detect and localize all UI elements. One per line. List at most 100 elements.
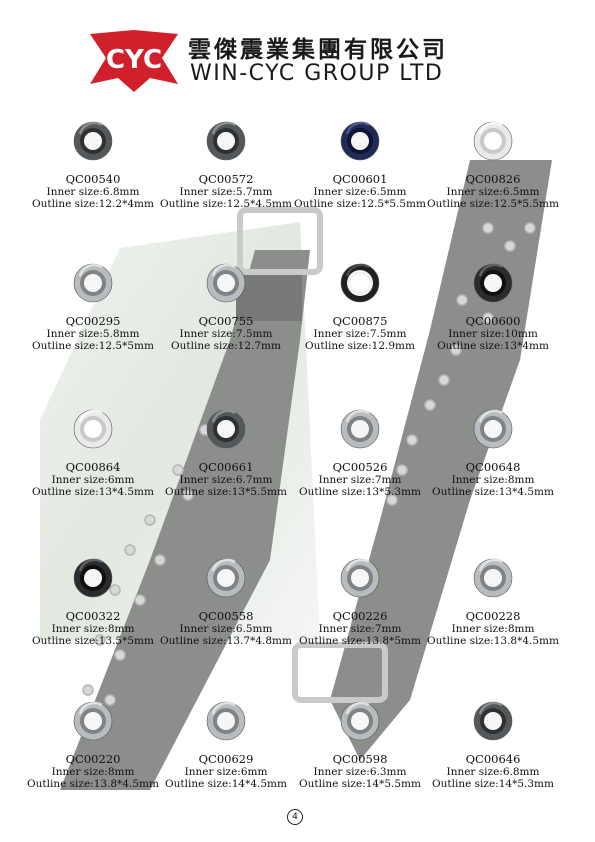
inner-size-label: Inner size: (451, 623, 508, 635)
outline-size-label: Outline size: (299, 778, 366, 790)
eyelet-image (73, 701, 113, 741)
product-code: QC00220 (65, 752, 121, 766)
inner-size: Inner size:7.5mm (153, 328, 299, 340)
inner-size: Inner size:6mm (153, 766, 299, 778)
left-belt-buckle (237, 207, 323, 275)
inner-size: Inner size:8mm (20, 623, 166, 635)
inner-size-value: 7.5mm (369, 328, 407, 340)
inner-size-value: 6.7mm (235, 474, 273, 486)
inner-size: Inner size:6.7mm (153, 474, 299, 486)
outline-size-value: 12.5*4.5mm (226, 198, 292, 210)
product-code: QC00629 (198, 752, 254, 766)
eyelet-image (340, 263, 380, 303)
outline-size-label: Outline size: (160, 198, 227, 210)
inner-size: Inner size:6mm (20, 474, 166, 486)
eyelet-image (73, 121, 113, 161)
inner-size-value: 10mm (504, 328, 538, 340)
outline-size-label: Outline size: (27, 778, 94, 790)
eyelet-image (340, 409, 380, 449)
outline-size: Outline size:12.5*4.5mm (153, 198, 299, 210)
product-code: QC00598 (332, 752, 388, 766)
product-code: QC00295 (65, 314, 121, 328)
inner-size-label: Inner size: (179, 328, 236, 340)
product-code: QC00558 (198, 609, 254, 623)
outline-size-label: Outline size: (294, 198, 361, 210)
outline-size-value: 13*4.5mm (98, 486, 154, 498)
outline-size-value: 13.8*4.5mm (93, 778, 159, 790)
inner-size-value: 6mm (240, 766, 268, 778)
company-name-chinese: 雲傑震業集團有限公司 (188, 37, 448, 63)
right-belt (330, 160, 552, 760)
outline-size: Outline size:14*5.5mm (287, 778, 433, 790)
eyelet-image (73, 263, 113, 303)
inner-size-label: Inner size: (179, 474, 236, 486)
product-code: QC00648 (465, 460, 521, 474)
inner-size: Inner size:8mm (420, 474, 566, 486)
outline-size-label: Outline size: (160, 635, 227, 647)
outline-size-value: 13.5*5mm (98, 635, 154, 647)
outline-size: Outline size:13.8*4.5mm (420, 635, 566, 647)
outline-size-value: 12.2*4mm (98, 198, 154, 210)
product-code: QC00526 (332, 460, 388, 474)
outline-size-value: 13*4mm (503, 340, 549, 352)
eyelet-image (473, 263, 513, 303)
outline-size: Outline size:13*4.5mm (420, 486, 566, 498)
eyelet-image (206, 121, 246, 161)
product-code: QC00322 (65, 609, 121, 623)
outline-size: Outline size:12.5*5.5mm (420, 198, 566, 210)
inner-size-value: 7mm (374, 474, 402, 486)
inner-size-value: 8mm (507, 623, 535, 635)
inner-size-label: Inner size: (51, 623, 108, 635)
inner-size-label: Inner size: (179, 623, 236, 635)
eyelet-image (206, 409, 246, 449)
inner-size-value: 7.5mm (235, 328, 273, 340)
inner-size-value: 7mm (374, 623, 402, 635)
outline-size: Outline size:13*4.5mm (20, 486, 166, 498)
inner-size: Inner size:6.3mm (287, 766, 433, 778)
inner-size-label: Inner size: (313, 186, 370, 198)
outline-size: Outline size:13.5*5mm (20, 635, 166, 647)
outline-size-label: Outline size: (299, 635, 366, 647)
right-belt-buckle (292, 642, 388, 703)
outline-size: Outline size:12.5*5mm (20, 340, 166, 352)
inner-size-label: Inner size: (451, 474, 508, 486)
outline-size-label: Outline size: (165, 486, 232, 498)
outline-size: Outline size:12.2*4mm (20, 198, 166, 210)
product-code: QC00226 (332, 609, 388, 623)
product-code: QC00864 (65, 460, 121, 474)
eyelet-image (73, 409, 113, 449)
inner-size-label: Inner size: (446, 186, 503, 198)
outline-size-label: Outline size: (32, 340, 99, 352)
outline-size-label: Outline size: (432, 778, 499, 790)
product-code: QC00755 (198, 314, 254, 328)
product-code: QC00661 (198, 460, 254, 474)
inner-size-value: 6.3mm (369, 766, 407, 778)
inner-size-value: 6.5mm (502, 186, 540, 198)
outline-size-value: 13*4.5mm (498, 486, 554, 498)
inner-size-label: Inner size: (184, 766, 241, 778)
outline-size: Outline size:13.8*4.5mm (20, 778, 166, 790)
outline-size-value: 12.9mm (371, 340, 415, 352)
company-logo: CYC (90, 30, 178, 92)
outline-size-label: Outline size: (32, 198, 99, 210)
page-number: 4 (287, 809, 303, 825)
outline-size-value: 13.7*4.8mm (226, 635, 292, 647)
